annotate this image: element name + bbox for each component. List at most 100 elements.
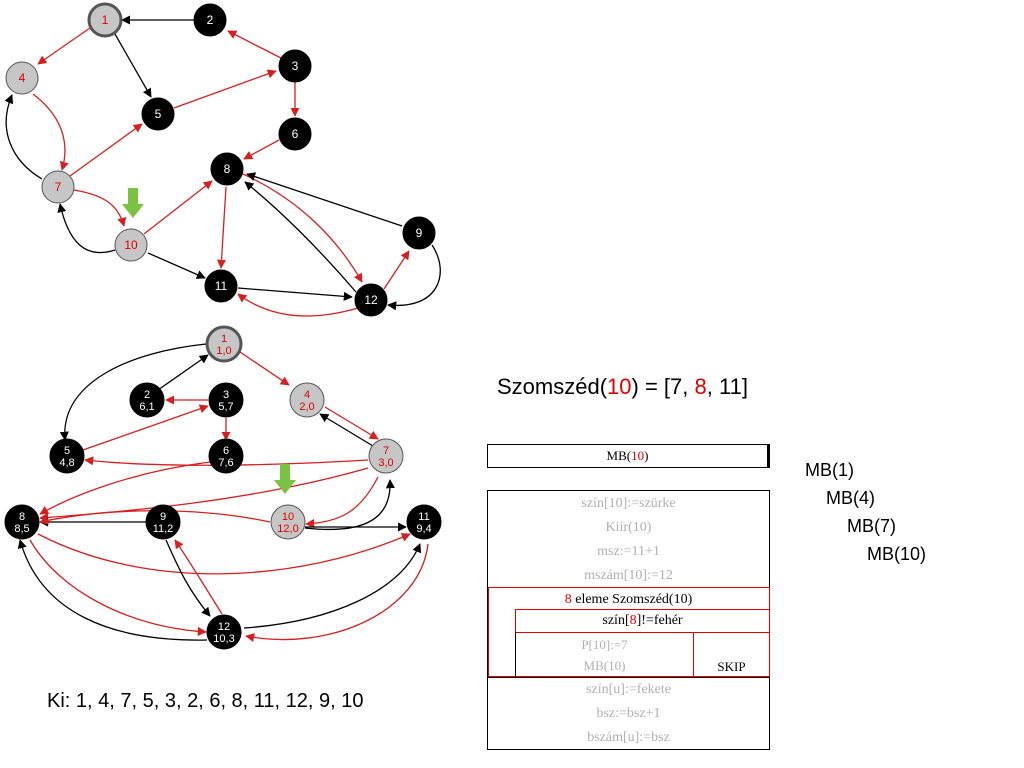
edge-7-10: [305, 476, 379, 529]
edge-12-11: [237, 293, 359, 317]
node-label-2: 2: [144, 389, 150, 401]
edge-1-4: [37, 27, 91, 65]
branch-line: P[10]:=7: [581, 637, 628, 652]
node-times-4: 2,0: [299, 401, 314, 413]
current-node-arrow-icon: [122, 188, 144, 218]
node-times-10: 12,0: [277, 523, 298, 535]
edge-7-5: [84, 456, 369, 466]
node-6: [208, 438, 244, 474]
dfs-graph-bottom: 11,026,135,742,054,867,673,088,5911,2101…: [4, 325, 442, 650]
edge-2-1: [157, 354, 209, 391]
structogram: szín[10]:=szürke Kiír(10) msz:=11+1 mszá…: [487, 490, 770, 750]
node-2: [129, 382, 165, 418]
edge-4-7: [324, 406, 379, 440]
node-times-2: 6,1: [139, 401, 154, 413]
node-8: [4, 504, 40, 540]
node-label-5: 5: [155, 107, 162, 121]
node-times-5: 4,8: [59, 457, 74, 469]
condition-block: [515, 609, 770, 633]
node-5: [141, 97, 175, 131]
init-line: Kiír(10): [605, 520, 652, 535]
node-12: [206, 614, 242, 650]
stack-frame: MB(10): [867, 544, 927, 564]
edge-10-7: [304, 479, 395, 531]
edge-6-8: [243, 139, 280, 160]
node-9: [402, 216, 436, 250]
node-1: [205, 325, 243, 363]
node-7: [368, 438, 404, 474]
node-6: [278, 117, 312, 151]
end-line: szín[u]:=fekete: [586, 682, 671, 697]
node-2: [193, 3, 227, 37]
node-label-8: 8: [224, 162, 231, 176]
stack-frame: MB(1): [805, 460, 854, 480]
node-3: [208, 382, 244, 418]
node-label-12: 12: [218, 621, 230, 633]
node-label-5: 5: [64, 445, 70, 457]
call-stack: MB(1) MB(4) MB(7) MB(10): [805, 456, 926, 568]
skip-label: SKIP: [717, 659, 746, 674]
edge-10-7: [57, 203, 116, 254]
stack-frame: MB(7): [847, 516, 896, 536]
node-label-6: 6: [223, 445, 229, 457]
node-times-6: 7,6: [218, 457, 233, 469]
node-11: [204, 269, 238, 303]
edge-7-4: [4, 94, 43, 180]
output-line: Ki: 1, 4, 7, 5, 3, 2, 6, 8, 11, 12, 9, 1…: [47, 690, 364, 712]
node-times-1: 1,0: [216, 345, 231, 357]
node-label-7: 7: [383, 445, 389, 457]
edge-8-12: [242, 173, 363, 283]
divider: [488, 677, 770, 678]
edge-12-9: [174, 539, 223, 615]
loop-block-left-edge: [488, 587, 489, 677]
edge-12-8: [244, 181, 357, 293]
node-times-3: 5,7: [218, 401, 233, 413]
node-times-8: 8,5: [14, 523, 29, 535]
node-8: [210, 152, 244, 186]
edge-12-8: [17, 539, 208, 641]
stack-frame: MB(4): [826, 488, 875, 508]
true-branch: [515, 632, 694, 677]
node-5: [49, 438, 85, 474]
node-1: [87, 2, 123, 38]
loop-header: 8 eleme Szomszéd(10): [564, 592, 693, 607]
edge-10-11: [147, 252, 206, 279]
edge-3-2: [227, 30, 282, 59]
edge-12-9: [383, 250, 410, 290]
node-label-11: 11: [215, 279, 228, 293]
graph-nodes: 11,026,135,742,054,867,673,088,5911,2101…: [4, 325, 442, 650]
node-label-10: 10: [124, 238, 138, 252]
edge-12-11: [243, 543, 422, 629]
node-4: [5, 61, 39, 95]
node-label-2: 2: [207, 13, 214, 27]
node-label-3: 3: [223, 389, 229, 401]
node-label-7: 7: [55, 180, 62, 194]
edge-11-12: [245, 543, 429, 642]
current-node-arrow-icon: [274, 464, 296, 494]
init-line: szín[10]:=szürke: [581, 496, 676, 511]
edge-9-8: [246, 172, 403, 227]
node-10: [114, 228, 148, 262]
edge-1-5: [59, 343, 207, 441]
node-label-1: 1: [102, 13, 109, 27]
end-line: bszám[u]:=bsz: [587, 730, 670, 745]
edge-7-4: [319, 413, 374, 447]
node-7: [41, 170, 75, 204]
neighbor-list: Szomszéd(10) = [7, 8, 11]: [497, 374, 748, 399]
edge-5-3: [173, 69, 277, 109]
node-times-12: 10,3: [213, 633, 234, 645]
condition-text: szín[8]!=fehér: [602, 613, 683, 628]
node-label-11: 11: [418, 511, 429, 523]
edge-1-5: [114, 33, 152, 98]
branch-line: MB(10): [583, 658, 626, 673]
end-line: bsz:=bsz+1: [596, 706, 661, 721]
node-times-9: 11,2: [153, 523, 174, 535]
edge-8-12: [29, 539, 207, 636]
node-label-10: 10: [282, 511, 294, 523]
edge-9-12: [387, 244, 441, 311]
node-label-12: 12: [364, 293, 378, 307]
node-3: [278, 49, 312, 83]
node-label-1: 1: [221, 333, 227, 345]
